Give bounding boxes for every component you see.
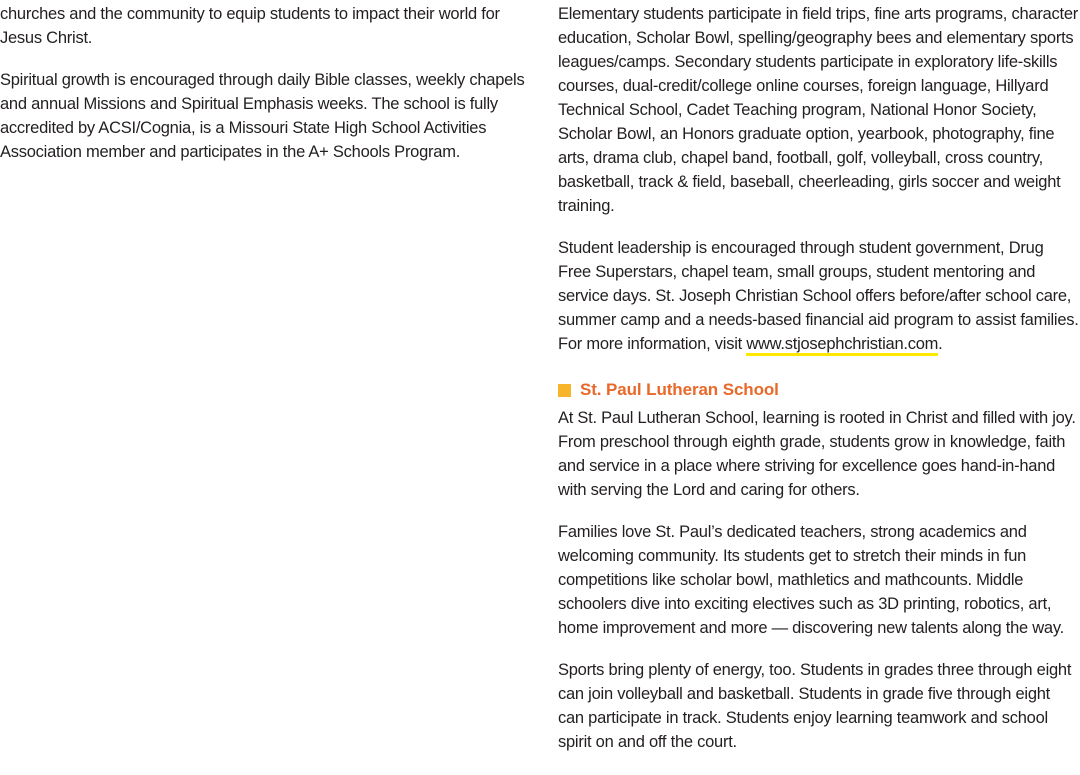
- leadership-text: Student leadership is encouraged through…: [558, 239, 1079, 353]
- activities-paragraph: Elementary students participate in field…: [558, 5, 1078, 215]
- leadership-trailing: .: [938, 335, 943, 353]
- section-heading: St. Paul Lutheran School: [558, 378, 1080, 402]
- leadership-paragraph: Student leadership is encouraged through…: [558, 236, 1080, 356]
- left-column: churches and the community to equip stud…: [0, 2, 530, 182]
- left-paragraph-2: Spiritual growth is encouraged through d…: [0, 71, 525, 161]
- school-website-link[interactable]: www.stjosephchristian.com: [746, 335, 938, 356]
- left-paragraph-1: churches and the community to equip stud…: [0, 5, 500, 47]
- square-bullet-icon: [558, 383, 571, 397]
- section-heading-text: St. Paul Lutheran School: [580, 380, 779, 399]
- section-paragraph-2: Families love St. Paul’s dedicated teach…: [558, 523, 1064, 637]
- section-paragraph-1: At St. Paul Lutheran School, learning is…: [558, 409, 1076, 499]
- section-paragraph-3: Sports bring plenty of energy, too. Stud…: [558, 661, 1072, 751]
- right-column: Elementary students participate in field…: [558, 2, 1080, 772]
